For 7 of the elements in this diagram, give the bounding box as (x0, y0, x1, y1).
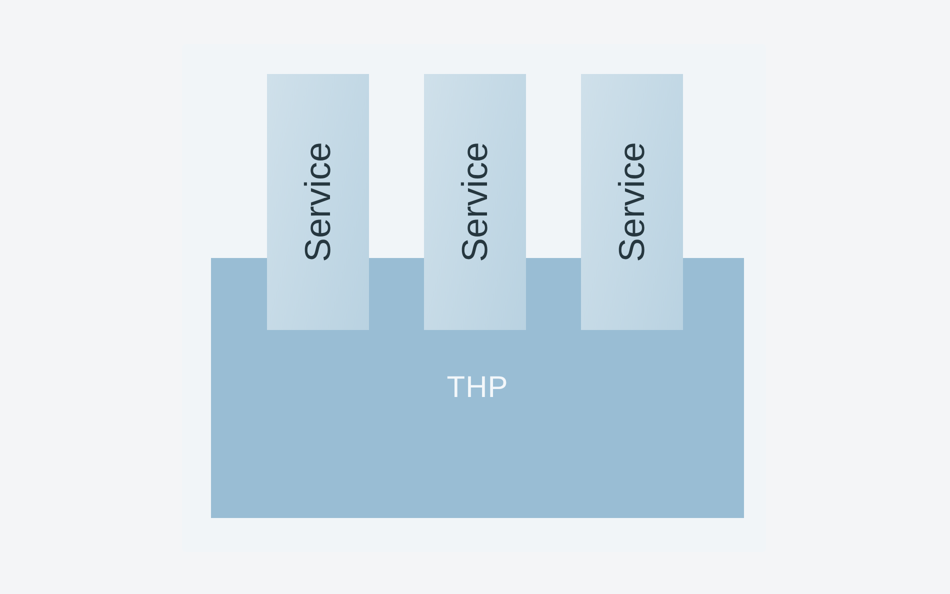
service-block (581, 74, 683, 330)
block-label: Service (614, 142, 650, 262)
service-block (424, 74, 526, 330)
block-label: Service (457, 142, 493, 262)
block-label: THP (446, 373, 508, 403)
block-label: Service (300, 142, 336, 262)
service-block (267, 74, 369, 330)
